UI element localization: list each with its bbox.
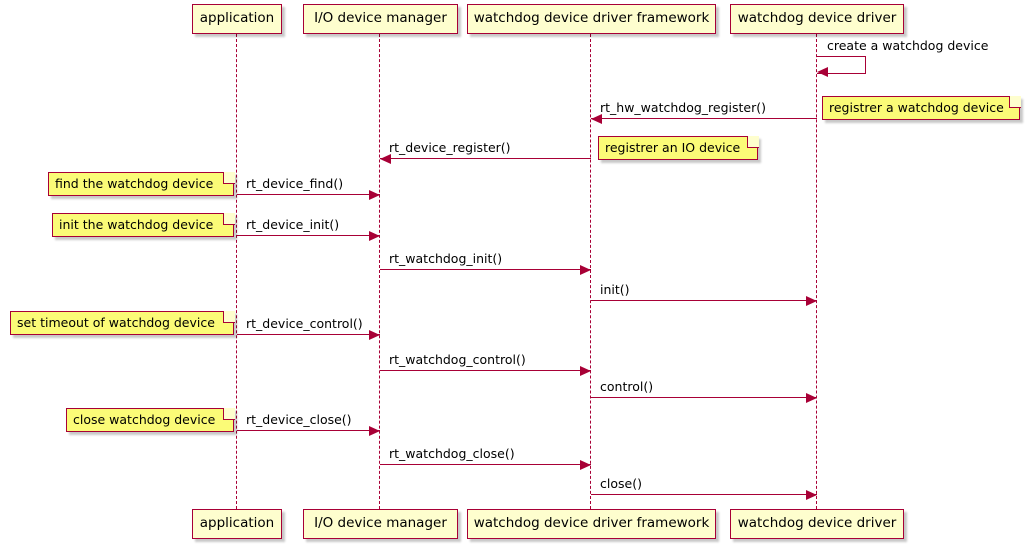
note-text: registrer an IO device (605, 140, 741, 155)
note-fold-corner (746, 135, 759, 148)
participant-bottom-application: application (192, 509, 282, 539)
self-loop-m1 (817, 56, 866, 74)
arrowhead-m1 (817, 67, 828, 77)
participant-label: I/O device manager (314, 515, 447, 532)
lifeline-application (236, 34, 238, 509)
note-text: close watchdog device (73, 412, 216, 427)
participant-label: watchdog device driver (737, 515, 897, 532)
message-label-m3: rt_device_register() (389, 140, 511, 155)
note-fold-corner (222, 171, 235, 184)
message-label-m2: rt_hw_watchdog_register() (600, 100, 766, 115)
participant-top-application: application (192, 4, 282, 34)
note-text: init the watchdog device (59, 217, 214, 232)
note-n6: close watchdog device (66, 407, 235, 432)
arrowhead-m2 (591, 113, 602, 124)
participant-label: watchdog device driver framework (473, 515, 710, 532)
note-fold-corner (1008, 95, 1021, 108)
lifeline-io_manager (379, 34, 381, 509)
note-fold-corner (222, 310, 235, 323)
message-line-m11 (237, 430, 380, 431)
message-line-m3 (380, 158, 591, 159)
note-fold-corner (222, 407, 235, 420)
message-label-m12: rt_watchdog_close() (389, 446, 515, 461)
note-n3: find the watchdog device (48, 171, 235, 196)
message-line-m4 (237, 194, 380, 195)
participant-top-framework: watchdog device driver framework (467, 4, 716, 34)
message-label-m7: init() (600, 282, 630, 297)
participant-label: application (199, 515, 275, 532)
lifeline-driver (816, 34, 818, 509)
message-label-m13: close() (600, 476, 642, 491)
note-text: set timeout of watchdog device (17, 315, 215, 330)
participant-bottom-framework: watchdog device driver framework (467, 509, 716, 539)
message-label-m1: create a watchdog device (827, 38, 989, 53)
message-label-m6: rt_watchdog_init() (389, 251, 503, 266)
note-text: registrer a watchdog device (829, 100, 1004, 115)
note-text: find the watchdog device (55, 176, 214, 191)
message-line-m12 (380, 464, 591, 465)
note-fold-corner (222, 212, 235, 225)
message-line-m2 (591, 118, 817, 119)
message-line-m9 (380, 370, 591, 371)
message-label-m9: rt_watchdog_control() (389, 352, 526, 367)
note-n1: registrer a watchdog device (822, 95, 1021, 120)
participant-label: I/O device manager (314, 10, 447, 27)
message-label-m10: control() (600, 379, 654, 394)
participant-bottom-driver: watchdog device driver (730, 509, 904, 539)
message-line-m8 (237, 334, 380, 335)
note-n4: init the watchdog device (52, 212, 235, 237)
message-label-m4: rt_device_find() (246, 176, 344, 191)
note-n5: set timeout of watchdog device (10, 310, 235, 335)
message-line-m6 (380, 269, 591, 270)
message-line-m7 (591, 300, 817, 301)
message-line-m10 (591, 397, 817, 398)
participant-label: application (199, 10, 275, 27)
message-line-m5 (237, 235, 380, 236)
participant-label: watchdog device driver framework (473, 10, 710, 27)
message-label-m5: rt_device_init() (246, 217, 340, 232)
message-label-m11: rt_device_close() (246, 412, 352, 427)
participant-bottom-io_manager: I/O device manager (303, 509, 458, 539)
lifeline-framework (590, 34, 592, 509)
message-label-m8: rt_device_control() (246, 316, 363, 331)
participant-top-driver: watchdog device driver (730, 4, 904, 34)
note-n2: registrer an IO device (598, 135, 759, 160)
participant-label: watchdog device driver (737, 10, 897, 27)
message-line-m13 (591, 494, 817, 495)
arrowhead-m3 (380, 153, 391, 164)
participant-top-io_manager: I/O device manager (303, 4, 458, 34)
